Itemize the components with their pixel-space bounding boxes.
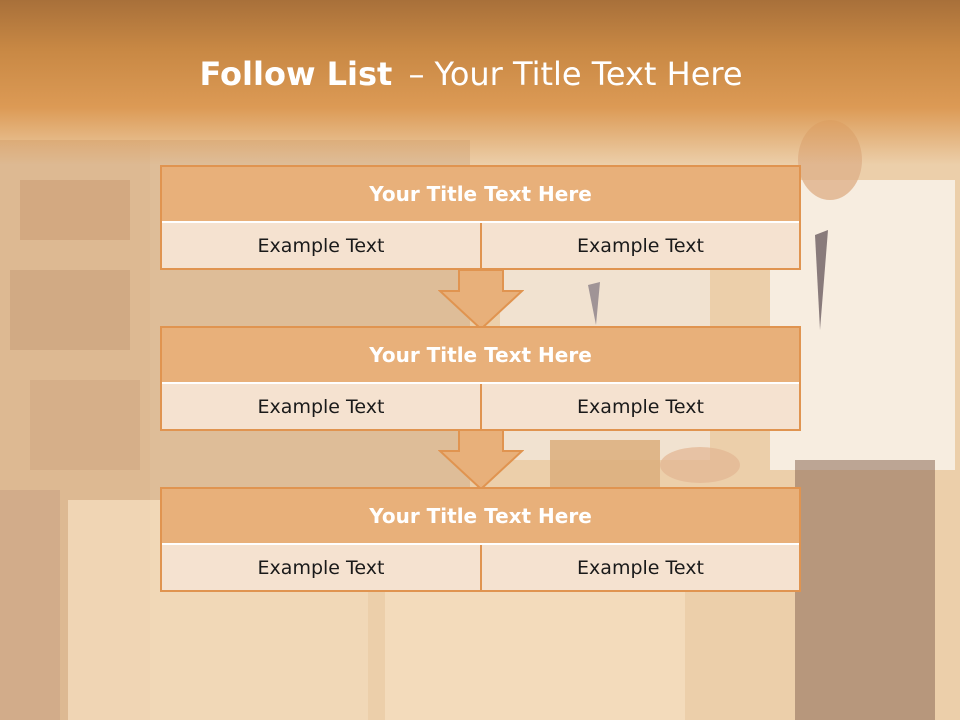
slide-title-rest: Your Title Text Here (434, 55, 743, 93)
step-title: Your Title Text Here (162, 489, 799, 545)
slide-title-dash: – (408, 55, 425, 93)
step-cell-right: Example Text (482, 545, 799, 590)
slide-title-bold: Follow List (199, 55, 393, 93)
slide-title: Follow List –Your Title Text Here (0, 55, 942, 93)
cell-divider (480, 545, 482, 590)
step-cell-right: Example Text (482, 223, 799, 268)
step-title: Your Title Text Here (162, 328, 799, 384)
down-arrow-icon (438, 429, 524, 491)
step-cell-right: Example Text (482, 384, 799, 429)
header-band (0, 0, 960, 165)
step-box-1[interactable]: Your Title Text Here Example Text Exampl… (160, 165, 801, 270)
cell-divider (480, 384, 482, 429)
down-arrow-icon (438, 269, 524, 331)
step-cell-left: Example Text (162, 384, 480, 429)
step-cell-left: Example Text (162, 545, 480, 590)
step-box-3[interactable]: Your Title Text Here Example Text Exampl… (160, 487, 801, 592)
step-cell-left: Example Text (162, 223, 480, 268)
step-box-2[interactable]: Your Title Text Here Example Text Exampl… (160, 326, 801, 431)
cell-divider (480, 223, 482, 268)
step-title: Your Title Text Here (162, 167, 799, 223)
